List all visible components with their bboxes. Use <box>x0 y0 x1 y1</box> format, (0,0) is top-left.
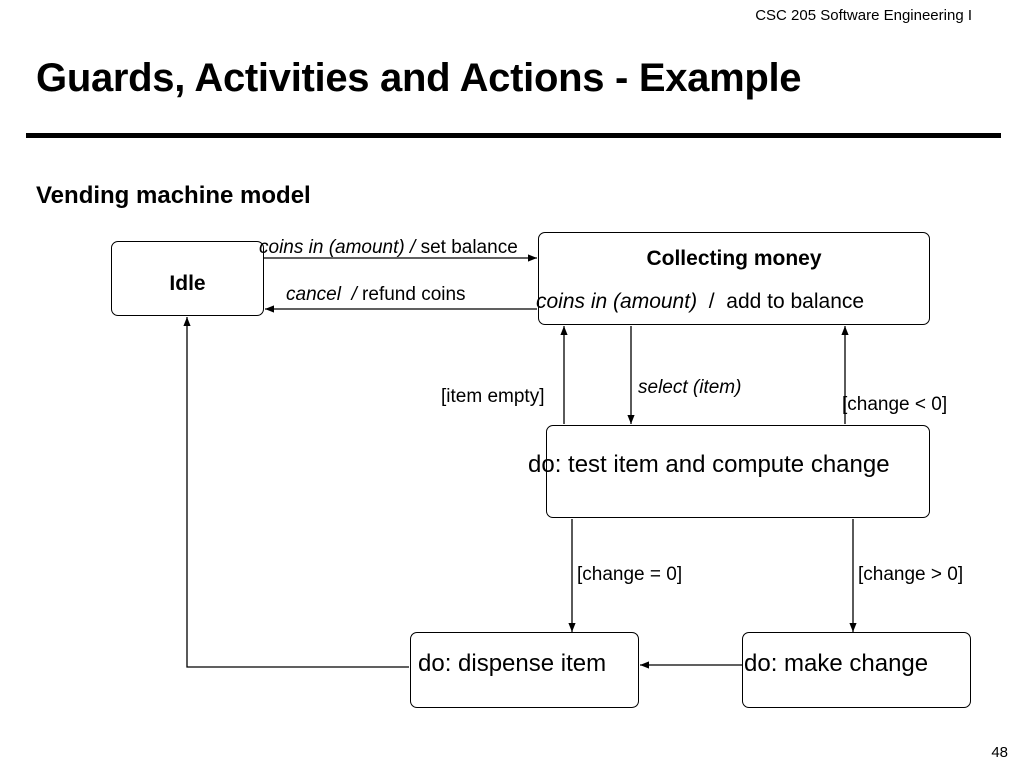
label-change-eq: [change = 0] <box>577 564 683 585</box>
label-item-empty: [item empty] <box>441 386 545 407</box>
label-coins-in-event: coins in (amount) <box>259 237 405 258</box>
internal-event: coins in (amount) <box>536 290 698 313</box>
state-collecting-money: Collecting money <box>538 232 930 325</box>
state-make-change-activity: do: make change <box>744 650 929 677</box>
state-test-item <box>546 425 930 518</box>
label-coins-in-separator: / <box>410 237 416 258</box>
slide-title: Guards, Activities and Actions - Example <box>36 56 802 100</box>
label-cancel-separator: / <box>351 284 357 305</box>
state-test-activity: do: test item and compute change <box>528 451 890 478</box>
label-coins-in-action: set balance <box>420 237 518 258</box>
label-change-lt: [change < 0] <box>842 394 948 415</box>
page-number: 48 <box>991 744 1008 761</box>
label-cancel-action: refund coins <box>362 284 466 305</box>
state-make-change <box>742 632 971 708</box>
state-dispense-activity: do: dispense item <box>418 650 607 677</box>
course-name: CSC 205 Software Engineering I <box>755 7 972 24</box>
title-divider <box>26 133 1001 138</box>
state-idle: Idle <box>111 241 264 316</box>
arrow-dispense-to-idle <box>183 317 409 668</box>
collecting-internal-transition: coins in (amount) / add to balance <box>536 290 864 314</box>
state-collecting-name: Collecting money <box>646 247 822 270</box>
label-coins-in: coins in (amount) / set balance <box>259 237 518 259</box>
label-cancel: cancel / refund coins <box>286 284 466 306</box>
label-select-item: select (item) <box>638 377 742 398</box>
label-cancel-event: cancel <box>286 284 341 305</box>
internal-action: add to balance <box>726 290 865 313</box>
state-idle-name: Idle <box>169 272 206 295</box>
slide-subtitle: Vending machine model <box>36 182 311 209</box>
internal-separator: / <box>708 290 715 313</box>
state-dispense-item <box>410 632 639 708</box>
label-change-gt: [change > 0] <box>858 564 964 585</box>
